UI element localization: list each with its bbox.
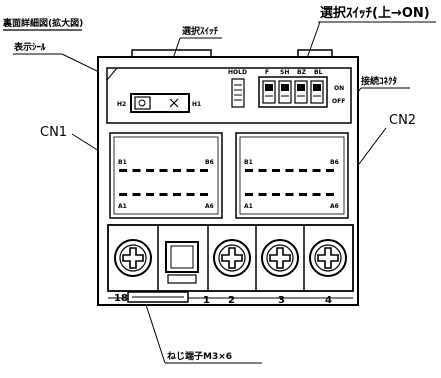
cn1-a1-label: A1	[118, 203, 127, 210]
h1-label: H1	[192, 101, 201, 108]
select-switch-updown-label: 選択ｽｲｯﾁ(上→ON)	[320, 5, 430, 21]
dip-label-bz: BZ	[297, 69, 307, 76]
cn2-pin-1-4	[299, 193, 307, 196]
screw-2-ring	[218, 244, 246, 272]
cn2-b6-label: B6	[330, 159, 339, 166]
cn1-b6-label: B6	[205, 159, 214, 166]
cn1-connector-inner	[113, 136, 219, 215]
cn2-b1-label: B1	[244, 159, 253, 166]
cn2-pin-1-0	[245, 193, 253, 196]
cn1-pin-0-5	[186, 169, 195, 172]
screw-terminals	[114, 239, 347, 277]
center-module-inner	[170, 245, 194, 269]
cn2-pin-1-3	[285, 193, 294, 196]
cn2-pins	[245, 169, 334, 196]
cn1-pin-0-1	[132, 169, 141, 172]
cn1-pin-0-3	[159, 169, 168, 172]
connection-connector-label: 接続ｺﾈｸﾀ	[361, 75, 398, 87]
terminal-number-1: 1	[203, 295, 210, 306]
cn2-label: CN2	[389, 113, 416, 128]
rear-detail-label: 裏面詳細図(拡大図)	[2, 17, 83, 29]
cn2-leader	[355, 127, 387, 169]
h-slide-x-mark-2	[169, 98, 179, 108]
cn1-pin-1-3	[159, 193, 168, 196]
panel-corner-mark	[106, 67, 118, 81]
cn1-pin-1-5	[186, 193, 195, 196]
screw-2-cross	[221, 247, 243, 269]
terminal-number-3: 3	[278, 295, 285, 306]
cn1-a6-label: A6	[205, 203, 214, 210]
cn1-pin-0-6	[200, 169, 208, 172]
dip-label-f: F	[265, 69, 269, 76]
cn1-label: CN1	[40, 125, 67, 140]
cn1-pin-0-0	[119, 169, 127, 172]
dip-switch-4-lever	[313, 84, 321, 91]
cn1-pins	[119, 169, 208, 196]
cn2-pin-1-2	[272, 193, 280, 196]
cn1-b1-label: B1	[118, 159, 127, 166]
top-tab-right	[297, 49, 333, 57]
hold-switch	[231, 78, 245, 108]
cn1-pin-1-6	[200, 193, 208, 196]
dip-switch-cells	[262, 80, 324, 104]
cn2-pin-1-1	[258, 193, 267, 196]
cn2-a6-label: A6	[330, 203, 339, 210]
display-seal-label: 表示ｼｰﾙ	[13, 41, 46, 53]
cn2-pin-0-1	[258, 169, 267, 172]
dip-label-sh: SH	[280, 69, 289, 76]
screw-terminal-label: ねじ端子M3×6	[167, 350, 232, 362]
dip-on-label: ON	[334, 85, 344, 92]
cn2-a1-label: A1	[244, 203, 253, 210]
cn2-pin-1-5	[312, 193, 321, 196]
terminal-prefix-label: 18	[114, 293, 128, 304]
select-switch-label: 選択ｽｲｯﾁ	[182, 25, 219, 37]
dip-switch-2-lever	[281, 84, 289, 91]
dip-off-label: OFF	[332, 98, 345, 105]
cn1-pin-1-1	[132, 193, 141, 196]
cn2-pin-0-3	[285, 169, 294, 172]
cn1-pin-1-0	[119, 193, 127, 196]
switch-panel	[106, 67, 352, 124]
terminal-number-4: 4	[325, 295, 332, 306]
h-slide-knob	[134, 96, 151, 110]
h2-label: H2	[117, 101, 126, 108]
screw-3-ring	[266, 244, 294, 272]
screw-4-ring	[314, 244, 342, 272]
dip-label-bl: BL	[314, 69, 323, 76]
cn1-connector	[109, 132, 223, 219]
hold-label: HOLD	[228, 69, 247, 76]
cn2-pin-0-2	[272, 169, 280, 172]
cn1-pin-0-2	[146, 169, 154, 172]
cn2-connector	[235, 132, 349, 219]
cn2-pin-0-4	[299, 169, 307, 172]
cn1-pin-1-2	[146, 193, 154, 196]
cn2-pin-0-5	[312, 169, 321, 172]
top-tab-left	[131, 49, 212, 57]
screw-4-cross	[317, 247, 339, 269]
dip-switch-1-lever	[265, 84, 273, 91]
dip-switch-3-lever	[297, 84, 305, 91]
cn2-pin-1-6	[326, 193, 334, 196]
cn2-pin-0-0	[245, 169, 253, 172]
screw-1-cross	[122, 247, 144, 269]
h-slide-screw	[138, 99, 146, 107]
screw-1-ring	[119, 244, 147, 272]
screw-3-cross	[269, 247, 291, 269]
cn2-connector-inner	[239, 136, 345, 215]
cn1-pin-1-4	[173, 193, 181, 196]
cn2-pin-0-6	[326, 169, 334, 172]
cn1-pin-0-4	[173, 169, 181, 172]
center-module-base	[167, 274, 197, 284]
terminal-number-2: 2	[228, 295, 235, 306]
